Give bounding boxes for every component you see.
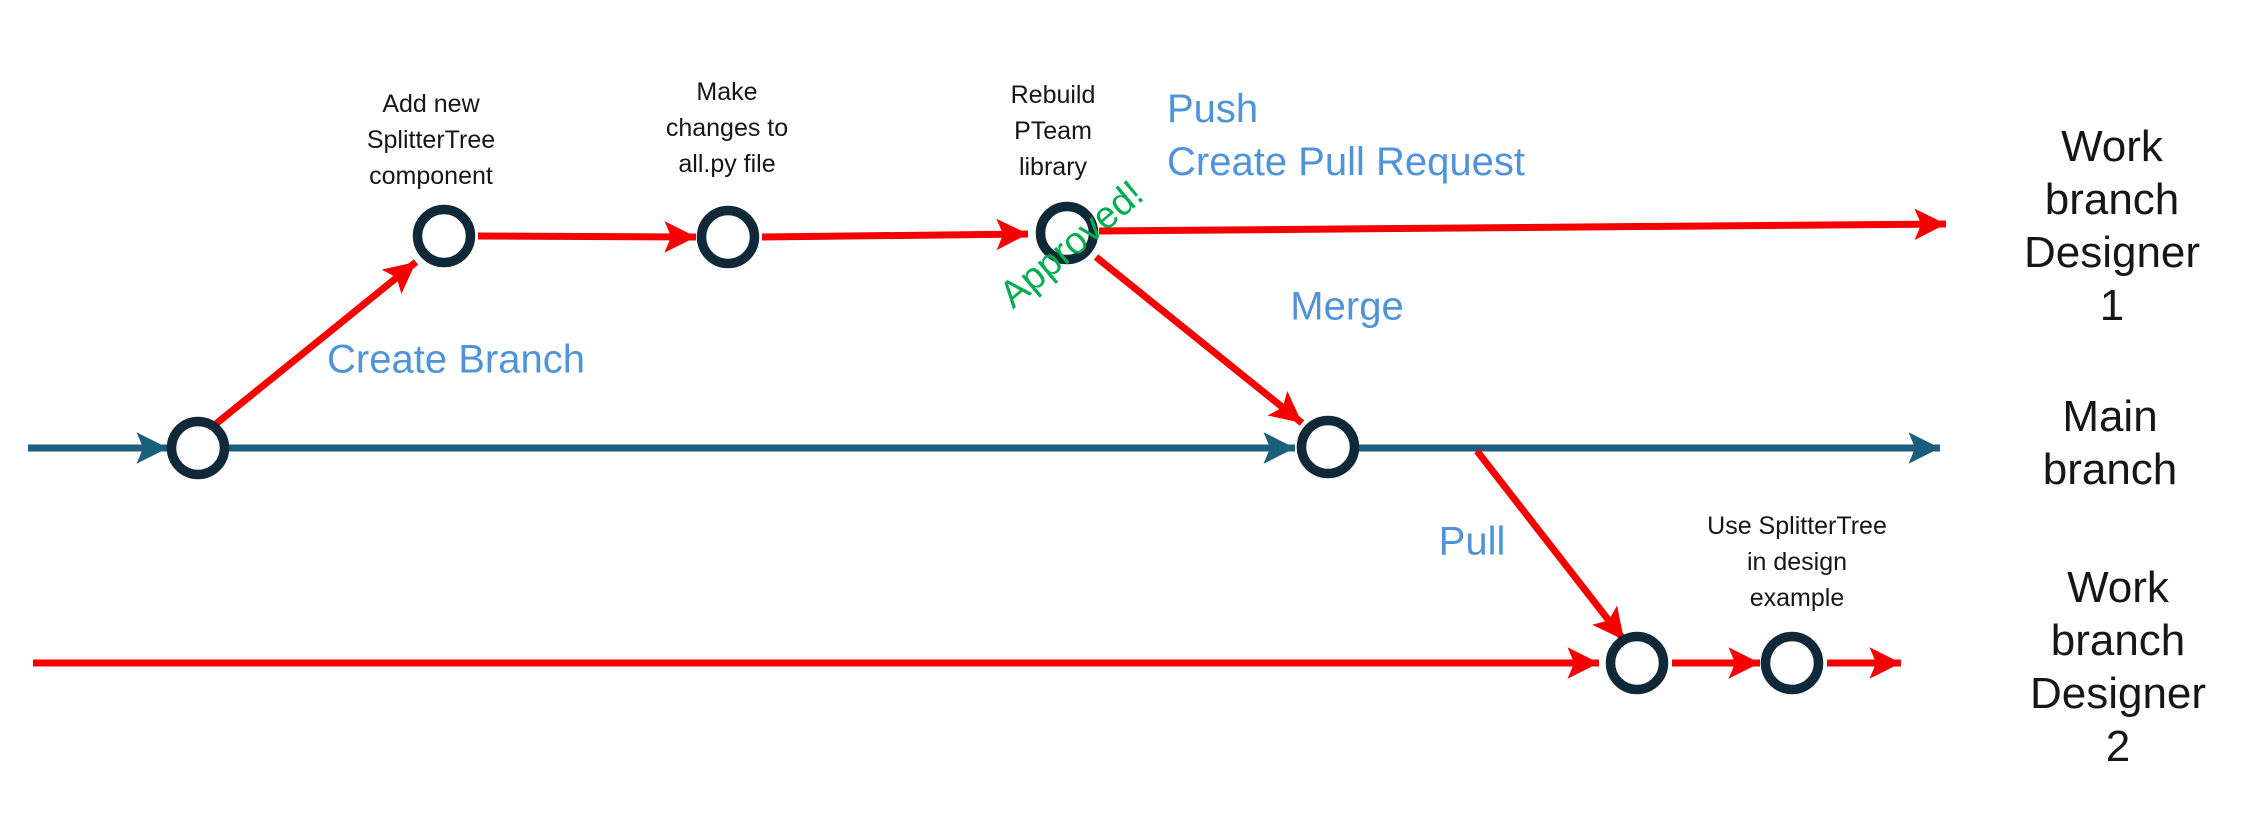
commit-label-make-changes: Make changes to all.py file [665,78,789,178]
commit-node-add-component [412,204,476,268]
commit-arrow-2 [761,218,1029,251]
commit-node-rebuild-library [1035,201,1099,265]
commit-label-add-component: Add new SplitterTree component [366,90,496,190]
action-label-create-branch: Create Branch [327,337,585,382]
commit-node-merge [1296,415,1360,479]
commit-node-use-splittertree [1760,631,1824,695]
work-branch-1-line [1098,208,1947,241]
branch-label-work-branch-designer-1: Work branch Designer 1 [2023,122,2201,330]
branch-label-work-branch-designer-2: Work branch Designer 2 [2029,563,2207,771]
pull-arrow [1474,448,1627,643]
action-label-pull: Pull [1438,519,1506,564]
action-label-push-create-pull-request: Push Create Pull Request [1167,87,1525,184]
create-branch-arrow [209,259,419,430]
commit-node-pull [1605,631,1669,695]
commit-arrow-1 [477,221,697,253]
commit-label-use-splittertree: Use SplitterTree in design example [1707,512,1887,612]
branch-label-main-branch: Main branch [2042,392,2178,494]
commit-node-branch-start [166,416,230,480]
commit-label-rebuild-library: Rebuild PTeam library [1010,81,1096,181]
merge-arrow [1093,254,1305,426]
commit-node-make-changes [696,205,760,269]
action-label-merge: Merge [1290,284,1404,329]
